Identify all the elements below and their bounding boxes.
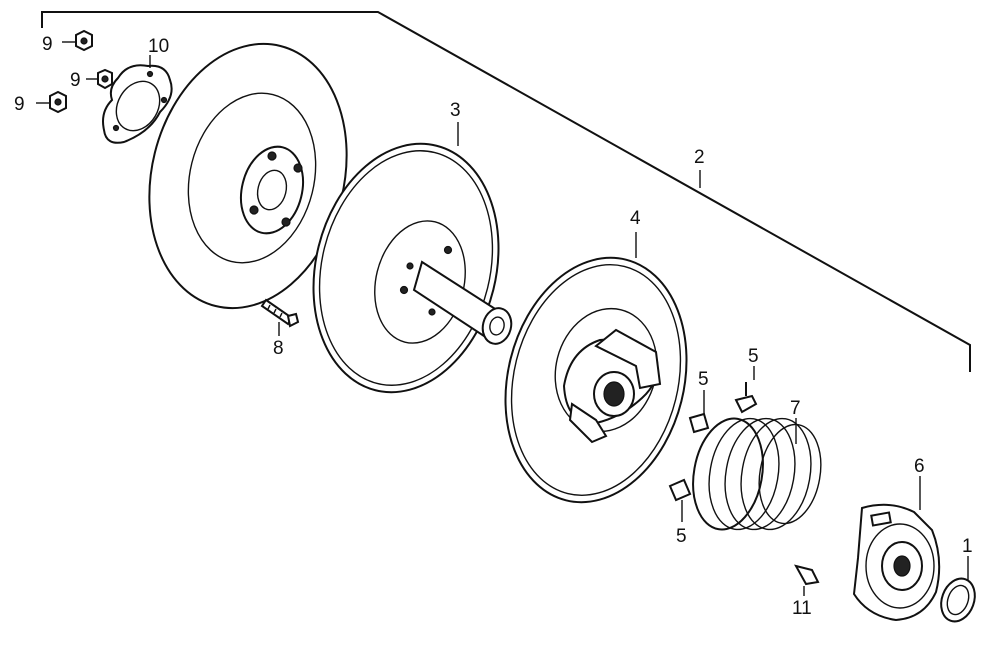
callout-5-lower: 5 xyxy=(676,526,687,547)
part-11-clip xyxy=(794,564,820,596)
callout-11: 11 xyxy=(792,598,812,619)
part-9-nut-middle xyxy=(86,68,113,90)
callout-6: 6 xyxy=(914,456,925,477)
part-5-pin-lower xyxy=(668,478,692,522)
callout-2: 2 xyxy=(694,147,705,168)
callout-9-left: 9 xyxy=(14,94,25,115)
part-9-nut-top xyxy=(62,29,93,52)
assembly-bracket xyxy=(41,11,971,372)
part-5-pin-upper xyxy=(734,366,758,414)
part-8-bolt xyxy=(260,298,300,336)
part-7-spring xyxy=(692,417,822,531)
callout-9-top: 9 xyxy=(42,34,53,55)
part-3-driven-face xyxy=(312,122,513,394)
part-9-nut-left xyxy=(36,90,67,114)
callout-1: 1 xyxy=(962,536,973,557)
callout-4: 4 xyxy=(630,208,641,229)
callout-5-middle: 5 xyxy=(698,369,709,390)
callout-7: 7 xyxy=(790,398,801,419)
callout-5-upper: 5 xyxy=(748,346,759,367)
part-6-spring-seat xyxy=(852,476,941,622)
part-4-movable-driven-face xyxy=(504,232,688,504)
part-10-gasket-plate xyxy=(102,55,173,144)
callout-8: 8 xyxy=(273,338,284,359)
part-1-circlip xyxy=(940,556,976,623)
callout-10: 10 xyxy=(148,36,169,57)
callout-3: 3 xyxy=(450,100,461,121)
callout-9-middle: 9 xyxy=(70,70,81,91)
part-5-pin-middle xyxy=(688,390,710,434)
